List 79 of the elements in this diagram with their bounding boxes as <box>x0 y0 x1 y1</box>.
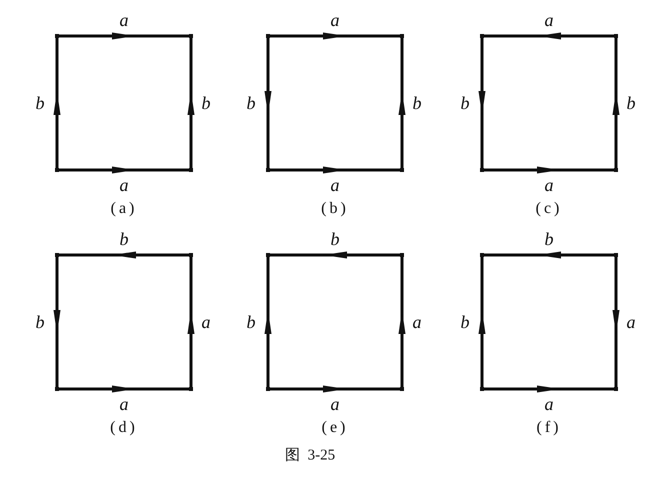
edge-label: b <box>246 313 256 331</box>
corner-vertex <box>266 34 270 38</box>
edge-label: b <box>330 230 340 248</box>
corner-vertex <box>400 34 404 38</box>
arrow <box>398 38 406 168</box>
arrow <box>59 386 189 392</box>
edge-label: a <box>202 313 210 331</box>
corner-vertex <box>266 168 270 172</box>
edge-label: b <box>626 94 636 112</box>
edge-label: a <box>330 395 340 413</box>
edge-label: b <box>412 94 422 112</box>
edge-label: a <box>412 313 422 331</box>
corner-vertex <box>55 34 59 38</box>
subfigure-label: (c) <box>536 201 562 217</box>
edge-label: b <box>36 313 44 331</box>
corner-vertex <box>480 168 484 172</box>
arrow <box>59 32 189 40</box>
corner-vertex <box>400 253 404 257</box>
corner-vertex <box>189 168 193 172</box>
edge-label: a <box>120 176 128 194</box>
arrow <box>54 257 60 387</box>
arrow <box>59 166 189 174</box>
edge-label: b <box>36 94 44 112</box>
arrow <box>270 32 400 40</box>
arrow <box>484 252 614 258</box>
figure-caption: 图 3-25 <box>284 448 336 464</box>
arrow <box>264 257 272 387</box>
corner-vertex <box>614 34 618 38</box>
corner-vertex <box>55 387 59 391</box>
corner-vertex <box>614 253 618 257</box>
edge-label: a <box>544 176 554 194</box>
arrow <box>398 257 406 387</box>
arrow <box>484 166 614 174</box>
edge-label: a <box>330 176 340 194</box>
edge-label: a <box>120 395 128 413</box>
arrow <box>59 252 189 258</box>
corner-vertex <box>614 387 618 391</box>
subfigure-label: (d) <box>110 420 138 436</box>
arrow <box>188 257 194 387</box>
corner-vertex <box>480 253 484 257</box>
arrow <box>612 38 620 168</box>
edge-label: a <box>544 395 554 413</box>
corner-vertex <box>400 168 404 172</box>
edge-label: a <box>120 11 128 29</box>
arrow <box>478 38 486 168</box>
corner-vertex <box>266 253 270 257</box>
arrow <box>612 257 620 387</box>
arrow <box>478 257 486 387</box>
corner-vertex <box>480 387 484 391</box>
arrow <box>188 38 194 168</box>
arrow <box>270 252 400 258</box>
arrow <box>270 166 400 174</box>
subfigure-label: (a) <box>110 201 138 217</box>
corner-vertex <box>480 34 484 38</box>
corner-vertex <box>189 253 193 257</box>
subfigure-label: (b) <box>321 201 349 217</box>
edge-label: b <box>202 94 210 112</box>
edge-label: b <box>120 230 128 248</box>
subfigure-label: (e) <box>322 420 348 436</box>
edge-label: b <box>246 94 256 112</box>
arrow <box>270 386 400 392</box>
corner-vertex <box>189 387 193 391</box>
arrow <box>484 386 614 392</box>
edge-label: b <box>544 230 554 248</box>
edge-label: a <box>544 11 554 29</box>
corner-vertex <box>55 168 59 172</box>
arrow <box>264 38 272 168</box>
corner-vertex <box>266 387 270 391</box>
subfigure-label: (f) <box>536 420 562 436</box>
arrow <box>54 38 60 168</box>
edge-label: b <box>460 94 470 112</box>
edge-label: b <box>460 313 470 331</box>
corner-vertex <box>400 387 404 391</box>
corner-vertex <box>189 34 193 38</box>
corner-vertex <box>614 168 618 172</box>
edge-label: a <box>626 313 636 331</box>
edge-label: a <box>330 11 340 29</box>
arrow <box>484 32 614 40</box>
corner-vertex <box>55 253 59 257</box>
